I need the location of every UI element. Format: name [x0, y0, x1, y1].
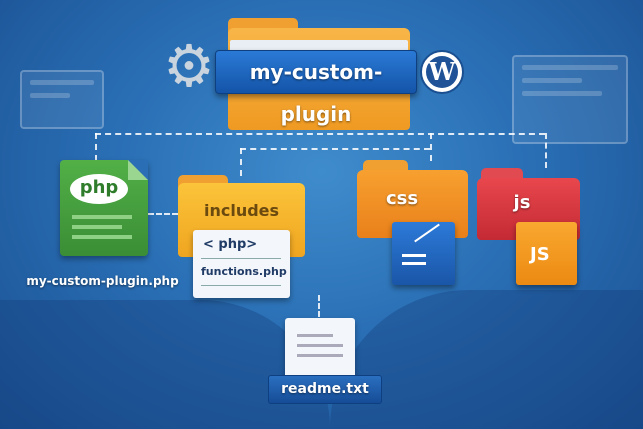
php-badge: php — [70, 174, 128, 204]
text-line — [297, 344, 343, 347]
includes-folder-label: includes — [203, 201, 280, 220]
css-mark — [402, 254, 426, 257]
php-file-icon[interactable]: php — [60, 160, 148, 256]
css-file-icon[interactable] — [392, 222, 455, 285]
text-line — [297, 354, 343, 357]
connector-line — [318, 295, 320, 317]
code-line — [72, 235, 132, 239]
connector-line — [545, 133, 547, 168]
connector-line — [148, 213, 178, 215]
background-window-right — [512, 55, 628, 144]
js-file-icon[interactable]: JS — [516, 222, 577, 285]
connector-line — [95, 133, 545, 135]
wordpress-logo-icon: W — [420, 50, 464, 94]
code-line — [72, 225, 122, 229]
wordpress-letter: W — [426, 56, 458, 88]
functions-php-file[interactable]: < php> functions.php — [193, 230, 290, 298]
connector-line — [240, 148, 430, 150]
functions-php-label: functions.php — [201, 265, 287, 278]
readme-file-icon[interactable] — [285, 318, 355, 380]
background-wave — [0, 300, 330, 429]
background-window-left — [20, 70, 104, 129]
main-file-label: my-custom-plugin.php — [26, 274, 179, 288]
root-folder-label[interactable]: my-custom-plugin — [215, 50, 417, 126]
divider — [201, 258, 281, 259]
connector-line — [430, 133, 432, 161]
js-folder-label: js — [513, 192, 531, 213]
gear-icon: ⚙ — [163, 32, 215, 100]
code-line — [72, 215, 132, 219]
connector-line — [240, 148, 242, 176]
js-badge: JS — [530, 244, 550, 265]
php-tag: < php> — [203, 237, 258, 252]
css-mark — [402, 262, 426, 265]
divider — [201, 285, 281, 286]
css-mark — [414, 223, 440, 243]
page-fold — [128, 160, 148, 180]
text-line — [297, 334, 333, 337]
css-folder-label: css — [385, 188, 419, 209]
background-wave — [330, 290, 643, 429]
connector-line — [95, 133, 97, 161]
readme-label: readme.txt — [268, 375, 382, 404]
